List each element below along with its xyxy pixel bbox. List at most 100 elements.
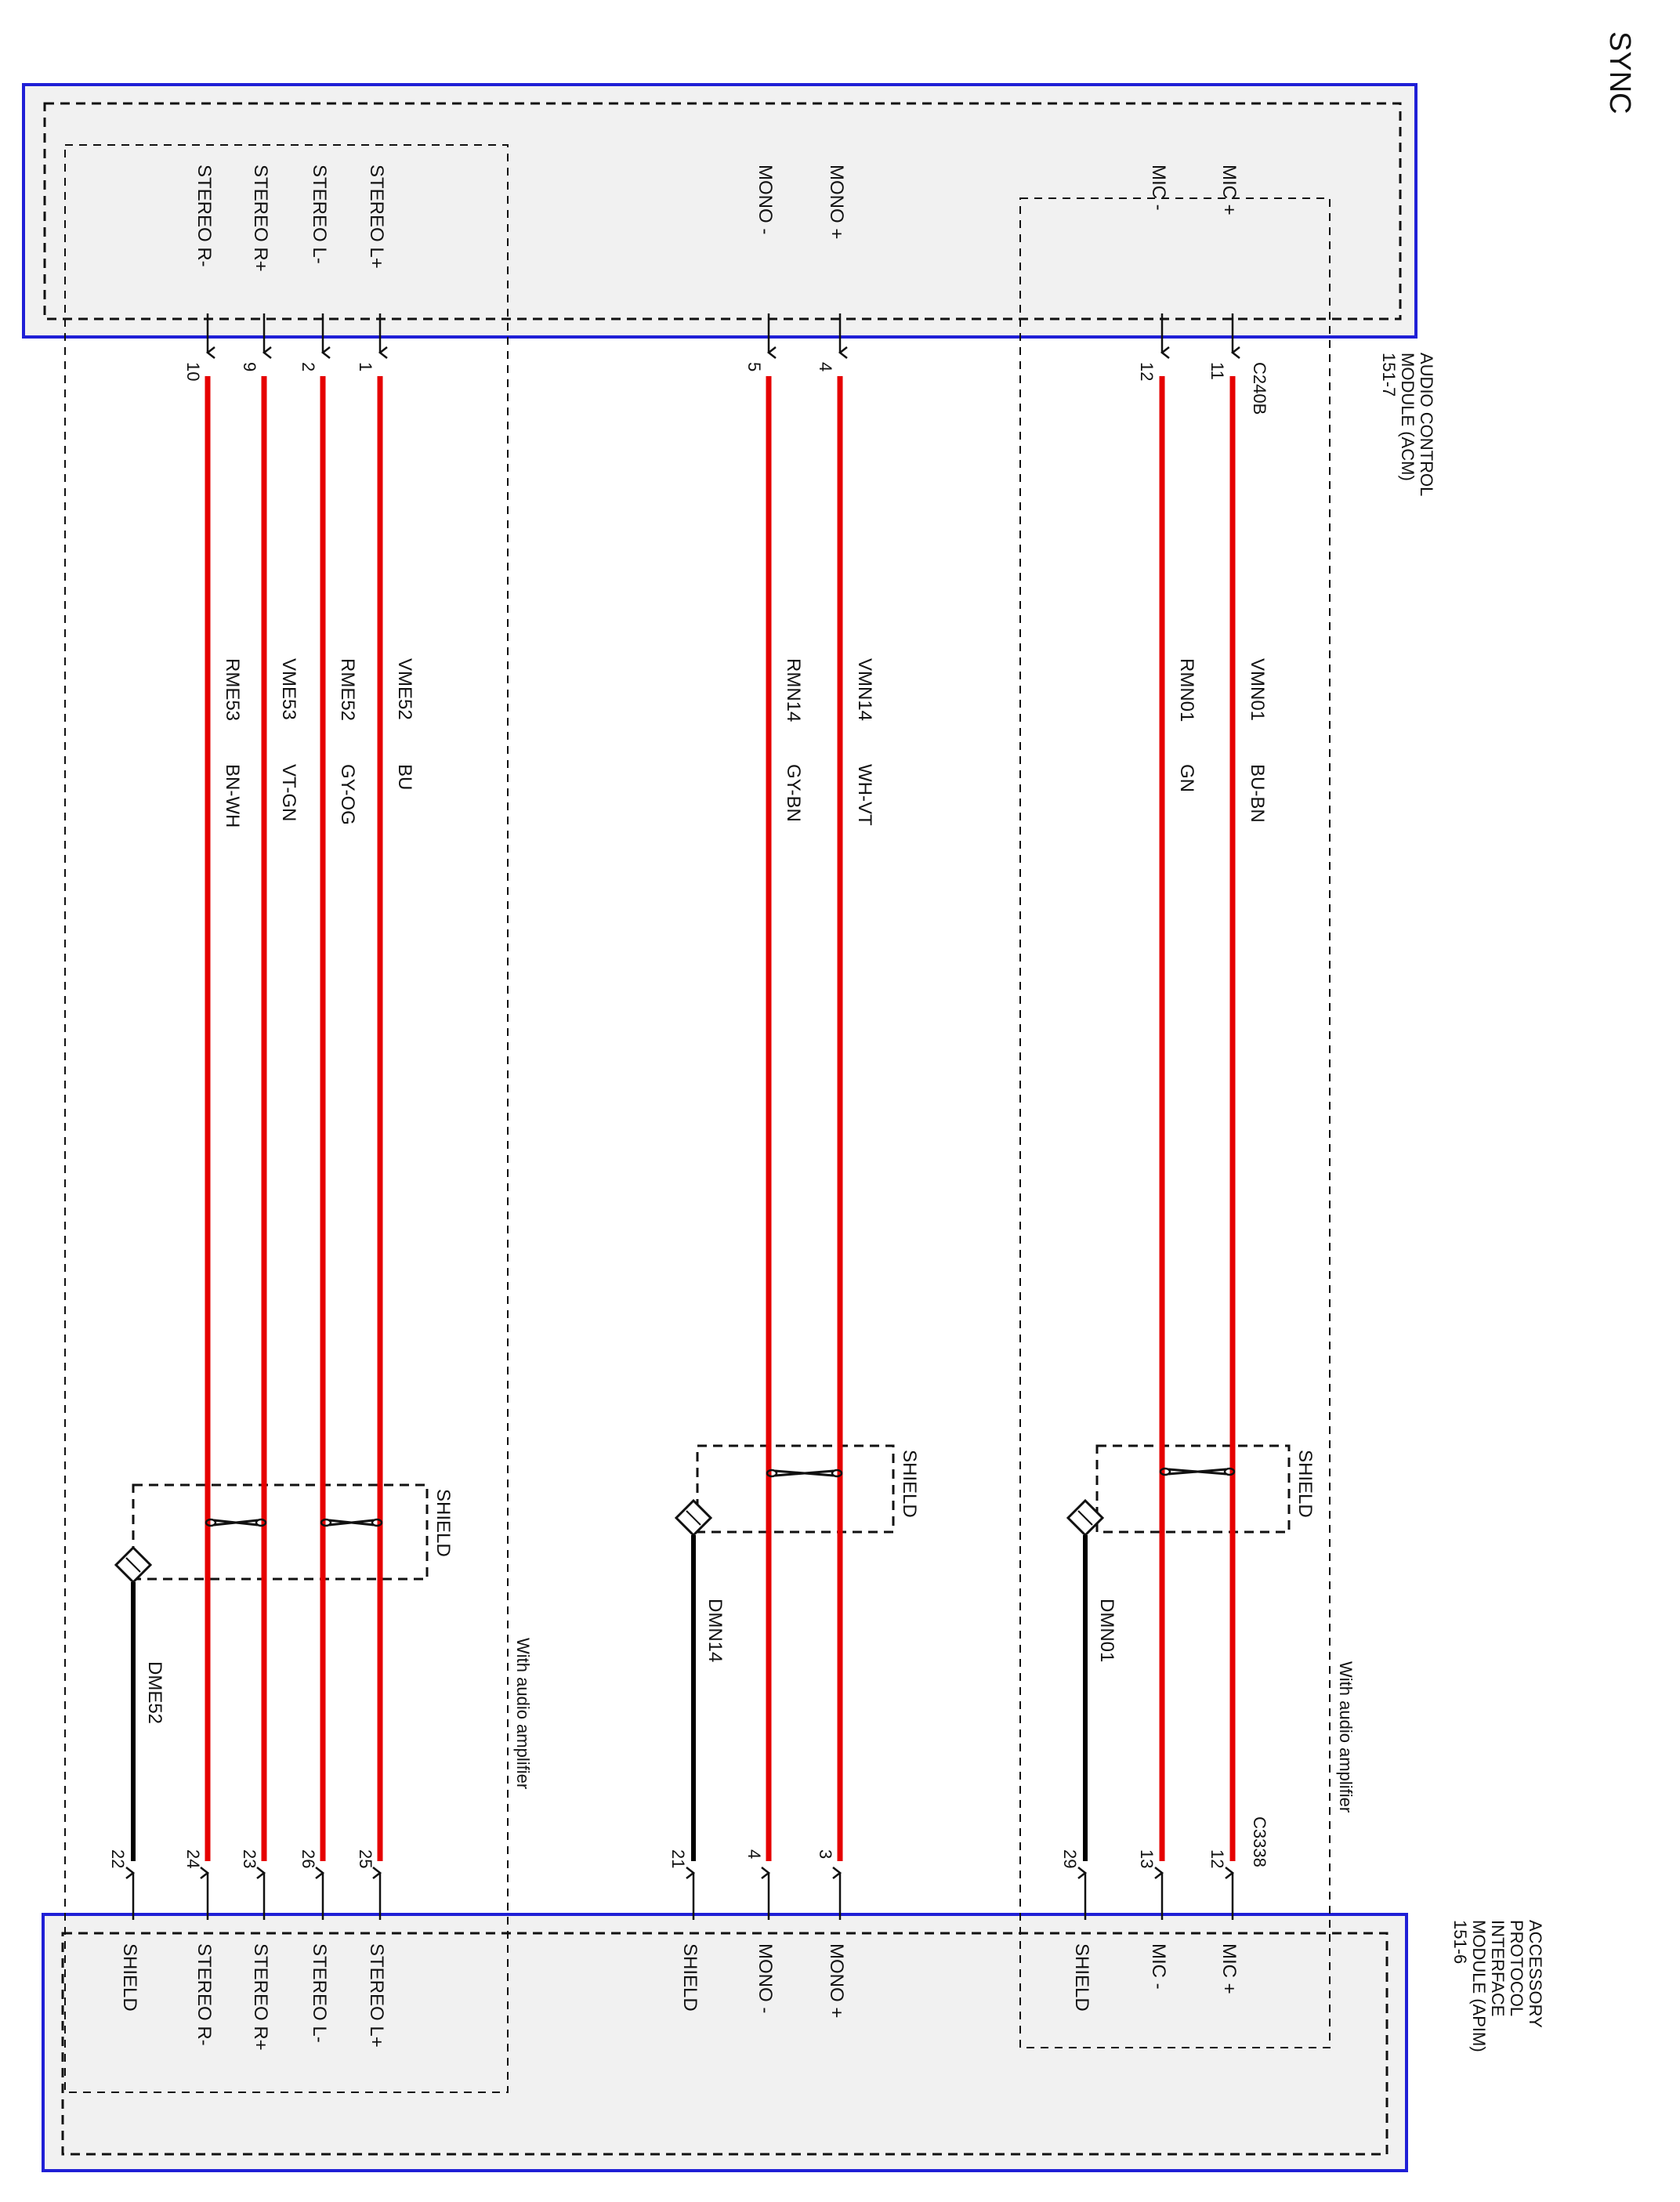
shield-label-stereo: SHIELD (433, 1489, 454, 1557)
acm-connector-id: C240B (1250, 362, 1269, 415)
acm-pin-name-rme52: STEREO L- (309, 165, 330, 264)
twist-stereo-r-strand-b (213, 1519, 259, 1527)
twist-mono-end-a (766, 1469, 778, 1478)
acm-pin-number-vme52: 1 (356, 362, 375, 371)
apim-pin-name-vme53: STEREO R+ (250, 1943, 271, 2051)
apim-pin-number-rme53: 24 (183, 1849, 203, 1868)
twist-stereo-r-end-a (205, 1518, 217, 1527)
twist-mono-end-b (831, 1469, 843, 1478)
acm-pin-name-vmn01: MIC + (1218, 165, 1240, 215)
acm-pin-number-vmn14: 4 (816, 362, 835, 371)
circuit-label-rmn01: RMN01 (1176, 658, 1197, 722)
apim-pin-number-vmn01: 12 (1208, 1849, 1227, 1868)
color-code-rmn14: GY-BN (783, 764, 804, 822)
apim-pin-number-rme52: 26 (299, 1849, 318, 1868)
circuit-label-rme53: RME53 (222, 658, 243, 721)
apim-pin-name-vmn01: MIC + (1218, 1943, 1240, 1994)
shield-box-stereo (132, 1483, 429, 1581)
acm-pin-number-rmn01: 12 (1137, 362, 1157, 381)
acm-pin-name-rmn01: MIC - (1148, 165, 1169, 211)
apim-pin-number-vme52: 25 (356, 1849, 375, 1868)
acm-module: AUDIO CONTROL MODULE (ACM) 151-7 C240B (22, 83, 1436, 496)
apim-module-name-line-4: MODULE (APIM) (1469, 1920, 1489, 2052)
twist-mic-strand-b (1168, 1468, 1227, 1476)
apim-pin-number-dmn14: 21 (668, 1849, 688, 1868)
color-code-vmn14: WH-VT (854, 764, 875, 826)
circuit-label-vmn01: VMN01 (1247, 658, 1268, 721)
twist-stereo-l-strand-b (328, 1519, 375, 1527)
twist-stereo-l-end-b (371, 1518, 383, 1527)
acm-pin-number-vmn01: 11 (1208, 362, 1227, 380)
color-code-vme53: VT-GN (278, 764, 299, 821)
acm-pin-name-rme53: STEREO R- (194, 165, 215, 267)
apim-pin-name-rme52: STEREO L- (309, 1943, 330, 2043)
option-label-mic: With audio amplifier (1336, 1661, 1356, 1813)
circuit-label-vme52: VME52 (394, 658, 415, 720)
acm-module-name-line-1: AUDIO CONTROL (1417, 353, 1436, 496)
apim-module-box (42, 1913, 1408, 2172)
apim-pin-name-dme52: SHIELD (119, 1943, 140, 2012)
apim-pin-name-vme52: STEREO L+ (366, 1943, 387, 2048)
color-code-vmn01: BU-BN (1247, 764, 1268, 823)
apim-pin-number-dme52: 22 (108, 1849, 128, 1868)
shield-drain-mark-dme52 (125, 1557, 141, 1573)
circuit-label-rmn14: RMN14 (783, 658, 804, 722)
apim-pin-name-vmn14: MONO + (826, 1943, 847, 2018)
drain-circuit-label-dmn14: DMN14 (704, 1599, 726, 1662)
color-code-rme53: BN-WH (222, 764, 243, 828)
apim-module: ACCESSORY PROTOCOL INTERFACE MODULE (API… (42, 1816, 1545, 2172)
shield-box-mic (1095, 1444, 1291, 1534)
option-boxes: With audio amplifier With audio amplifie… (64, 144, 1356, 2093)
acm-pin-number-vme53: 9 (240, 362, 259, 371)
acm-pin-number-rme53: 10 (183, 362, 203, 381)
wires-layer (114, 313, 1240, 1920)
circuit-label-vme53: VME53 (278, 658, 299, 720)
option-box-mic (1019, 197, 1331, 2048)
twist-stereo-l-end-a (320, 1518, 332, 1527)
apim-module-inner-dashed (61, 1932, 1389, 2156)
apim-module-name-line-3: INTERFACE (1488, 1920, 1508, 2016)
drain-circuit-label-dme52: DME52 (144, 1661, 165, 1724)
apim-module-name-line-2: PROTOCOL (1507, 1920, 1526, 2016)
shield-box-mono (696, 1444, 895, 1534)
twist-mic-end-b (1223, 1467, 1236, 1476)
shield-boxes: SHIELD SHIELD SHIELD (132, 1444, 1316, 1581)
acm-module-box (22, 83, 1418, 339)
option-label-stereo: With audio amplifier (513, 1638, 533, 1789)
acm-pin-name-vme53: STEREO R+ (250, 165, 271, 272)
apim-connector-id: C3338 (1250, 1816, 1269, 1867)
apim-module-name-line-1: ACCESSORY (1526, 1920, 1545, 2028)
color-code-rme52: GY-OG (337, 764, 358, 825)
shield-label-mono: SHIELD (899, 1450, 920, 1518)
drain-circuit-label-dmn01: DMN01 (1096, 1599, 1117, 1662)
apim-pin-name-rmn14: MONO - (755, 1943, 776, 2013)
apim-pin-number-rmn14: 4 (744, 1849, 764, 1859)
acm-pin-name-rmn14: MONO - (755, 165, 776, 234)
twist-mic-end-a (1159, 1467, 1171, 1476)
shield-drain-mark-dmn01 (1077, 1510, 1093, 1526)
color-code-vme52: BU (394, 764, 415, 790)
circuit-label-rme52: RME52 (337, 658, 358, 721)
twist-stereo-r-end-b (255, 1518, 267, 1527)
apim-pin-number-rmn01: 13 (1137, 1849, 1157, 1868)
apim-pin-name-rme53: STEREO R- (194, 1943, 215, 2046)
circuit-label-vmn14: VMN14 (854, 658, 875, 721)
apim-pin-number-dmn01: 29 (1060, 1849, 1080, 1868)
acm-module-inner-dashed (43, 102, 1402, 321)
acm-module-name-line-2: MODULE (ACM) (1398, 353, 1418, 481)
apim-pin-name-dmn14: SHIELD (679, 1943, 701, 2012)
acm-pin-number-rmn14: 5 (744, 362, 764, 371)
option-box-stereo (64, 144, 509, 2093)
apim-pin-name-rmn01: MIC - (1148, 1943, 1169, 1990)
page-title: SYNC (1603, 31, 1636, 114)
apim-pin-number-vmn14: 3 (816, 1849, 835, 1859)
acm-pin-number-rme52: 2 (299, 362, 318, 371)
shield-label-mic: SHIELD (1294, 1450, 1316, 1518)
acm-pin-name-vme52: STEREO L+ (366, 165, 387, 269)
shield-drain-mark-dmn14 (686, 1510, 701, 1526)
apim-pin-name-dmn01: SHIELD (1071, 1943, 1092, 2012)
color-code-rmn01: GN (1176, 764, 1197, 792)
apim-module-name-line-5: 151-6 (1450, 1920, 1470, 1964)
acm-pin-name-vmn14: MONO + (826, 165, 847, 239)
